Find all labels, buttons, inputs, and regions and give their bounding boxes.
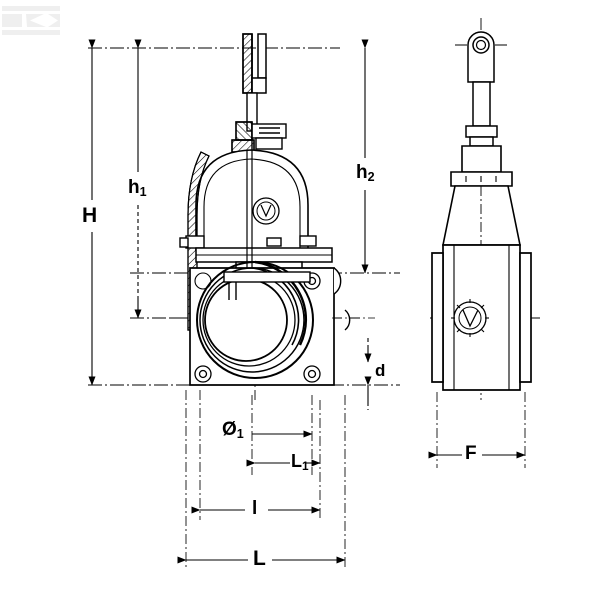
dimension-label-O1: Ø1 [222, 419, 244, 442]
extension-lines [185, 317, 526, 570]
dimension-label-d: d [375, 361, 386, 380]
dimension-label-h2: h2 [356, 162, 375, 185]
dimension-sub-h1: 1 [139, 185, 147, 200]
side-view [430, 18, 540, 400]
flange-side-boss [333, 267, 351, 331]
side-bonnet [442, 145, 521, 246]
dimension-label-L1: L1 [291, 451, 309, 473]
dimension-label-L: L [253, 547, 266, 570]
dimension-lines [88, 39, 526, 564]
dimension-sub-O1: 1 [236, 427, 244, 442]
gland-nut-assembly [231, 121, 287, 153]
dimension-label-h1: h1 [128, 177, 147, 200]
handle-fork [242, 33, 267, 94]
dimension-label-l: l [252, 498, 258, 519]
side-stem [465, 81, 498, 147]
side-handle-eye [467, 31, 495, 83]
bonnet-flange [179, 235, 317, 249]
side-body-emblem [451, 299, 489, 337]
bonnet-emblem [252, 197, 280, 225]
dimension-sub-L1: 1 [302, 458, 309, 473]
dimension-label-H: H [82, 204, 98, 227]
kramp-logo-watermark [2, 6, 60, 35]
flange-bolt-holes [194, 272, 321, 383]
dimension-label-F: F [465, 443, 477, 464]
dimension-sub-h2: 2 [367, 170, 375, 185]
front-view [88, 33, 400, 400]
gate-wedge [223, 271, 311, 300]
